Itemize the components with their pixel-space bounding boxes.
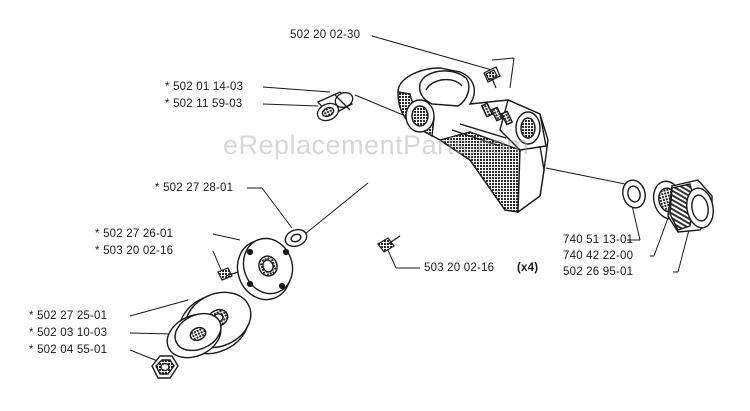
label-nut: * 502 04 55-01 (29, 344, 108, 356)
label-sleeve: 502 26 95-01 (563, 266, 634, 278)
label-head-screw-qty: (x4) (517, 262, 539, 274)
label-head-screw: 503 20 02-16 (424, 262, 495, 274)
small-washer-part (284, 228, 308, 248)
small-screw-part (217, 267, 239, 281)
label-plug-a: * 502 01 14-03 (165, 81, 244, 93)
label-support-cup: * 502 27 26-01 (95, 228, 174, 240)
label-washer-small: * 502 27 28-01 (155, 182, 234, 194)
sleeve-part (667, 179, 714, 233)
label-ring-b: 740 42 22-00 (563, 250, 634, 262)
label-cup-washer: * 502 03 10-03 (29, 327, 108, 339)
label-ring-a: 740 51 13-01 (563, 234, 634, 246)
cup-washer-part (166, 312, 222, 359)
support-cup-part (236, 237, 294, 301)
watermark: eReplacementParts.com (223, 130, 530, 160)
label-plug-b: * 502 11 59-03 (165, 98, 243, 110)
nut-part (151, 355, 179, 379)
label-guard-plate: * 502 27 25-01 (29, 310, 108, 322)
seal-ring-part (622, 179, 646, 209)
top-screw-part (483, 66, 501, 89)
label-screw-small: * 503 20 02-16 (95, 245, 174, 257)
plug-part (316, 91, 354, 122)
head-screw-part (377, 235, 401, 253)
leader-lines (129, 35, 691, 363)
label-top-screw: 502 20 02-30 (290, 29, 361, 41)
gear-head-housing (397, 67, 549, 214)
